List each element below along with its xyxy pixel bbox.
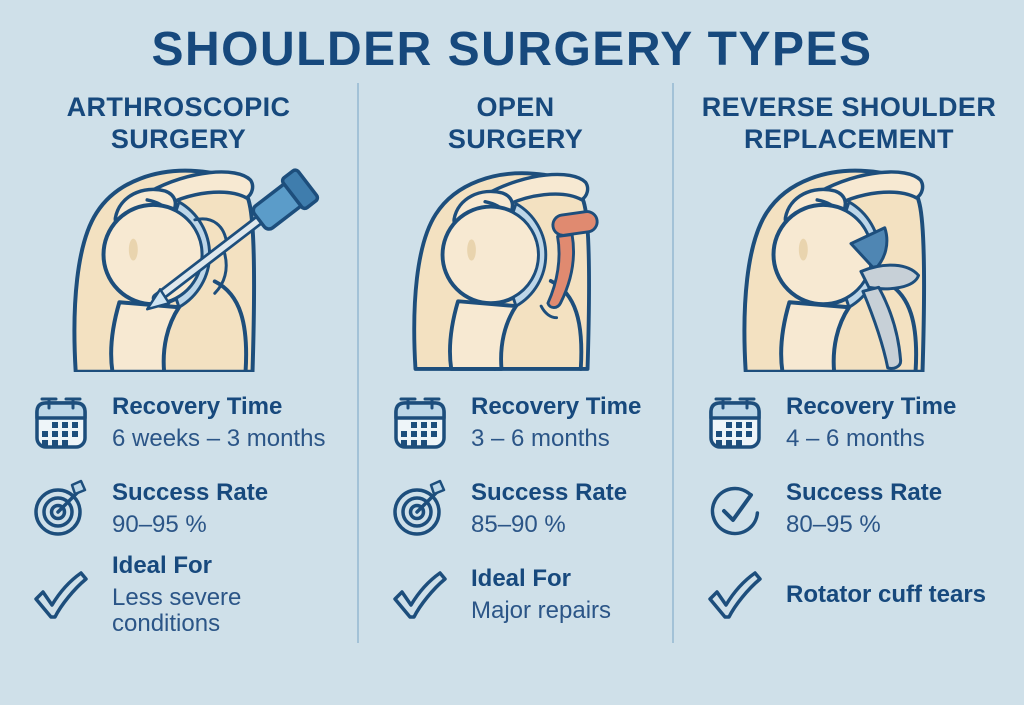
infographic-page: SHOULDER SURGERY TYPES ARTHROSCOPIC SURG… [0, 22, 1024, 705]
column-title-line1: ARTHROSCOPIC [66, 92, 291, 122]
calendar-icon [389, 393, 451, 453]
open-surgery-shoulder-illustration [367, 158, 664, 372]
stat-ideal-for: Ideal For Less severe conditions [30, 552, 349, 638]
stat-label: Success Rate [112, 479, 269, 507]
column-title: ARTHROSCOPIC SURGERY [8, 91, 349, 156]
column-title-line2: REPLACEMENT [744, 124, 954, 155]
shoulder-arthroscope-drawing [71, 168, 319, 372]
column-title-line1: REVERSE SHOULDER [701, 92, 997, 122]
stats-list: Recovery Time 6 weeks – 3 months [8, 380, 349, 638]
stat-recovery-time: Recovery Time 6 weeks – 3 months [30, 380, 349, 466]
stat-success-rate: Success Rate 80–95 % [704, 466, 1016, 552]
stat-success-rate: Success Rate 90–95 % [30, 466, 349, 552]
calendar-icon [30, 393, 92, 453]
circle-check-icon [704, 479, 766, 539]
calendar-icon [704, 393, 766, 453]
stat-label: Success Rate [471, 479, 628, 507]
stat-value: 6 weeks – 3 months [112, 424, 326, 452]
column-title: REVERSE SHOULDER REPLACEMENT [682, 91, 1016, 156]
column-title: OPEN SURGERY [367, 91, 664, 156]
stat-label: Recovery Time [112, 393, 283, 421]
shoulder-open-repair-drawing [411, 171, 599, 371]
stat-value: 4 – 6 months [786, 424, 925, 452]
page-title: SHOULDER SURGERY TYPES [151, 23, 873, 76]
stat-recovery-time: Recovery Time 3 – 6 months [389, 380, 664, 466]
column-title-line1: OPEN [476, 92, 555, 122]
columns-container: ARTHROSCOPIC SURGERY [0, 83, 1024, 643]
shoulder-implant-drawing [742, 168, 927, 372]
column-open-surgery: OPEN SURGERY [357, 83, 672, 643]
stat-value: Major repairs [471, 596, 612, 624]
stat-value: 85–90 % [471, 510, 566, 538]
target-arrow-icon [30, 479, 92, 539]
stat-label: Ideal For [112, 552, 213, 580]
column-title-line2: SURGERY [447, 124, 584, 155]
stat-value: 80–95 % [786, 510, 881, 538]
stat-value: 90–95 % [112, 510, 207, 538]
stat-ideal-for: Rotator cuff tears [704, 552, 1016, 638]
stat-label: Success Rate [786, 479, 943, 507]
column-reverse-shoulder-replacement: REVERSE SHOULDER REPLACEMENT [672, 83, 1024, 643]
target-arrow-icon [389, 479, 451, 539]
stats-list: Recovery Time 4 – 6 months Success Rate … [682, 380, 1016, 638]
reverse-replacement-shoulder-illustration [682, 158, 1016, 372]
column-arthroscopic-surgery: ARTHROSCOPIC SURGERY [0, 83, 357, 643]
stat-value: 3 – 6 months [471, 424, 610, 452]
arthroscopic-shoulder-illustration [8, 158, 349, 372]
checkmark-icon [389, 568, 451, 622]
stat-recovery-time: Recovery Time 4 – 6 months [704, 380, 1016, 466]
stat-success-rate: Success Rate 85–90 % [389, 466, 664, 552]
stat-label: Ideal For [471, 565, 572, 593]
column-title-line2: SURGERY [110, 124, 247, 155]
stat-label: Recovery Time [471, 393, 642, 421]
stat-label: Rotator cuff tears [786, 580, 987, 608]
stat-label: Recovery Time [786, 393, 957, 421]
checkmark-icon [704, 568, 766, 622]
checkmark-icon [30, 568, 92, 622]
stats-list: Recovery Time 3 – 6 months [367, 380, 664, 638]
stat-value: Less severe conditions [112, 583, 242, 638]
stat-ideal-for: Ideal For Major repairs [389, 552, 664, 638]
